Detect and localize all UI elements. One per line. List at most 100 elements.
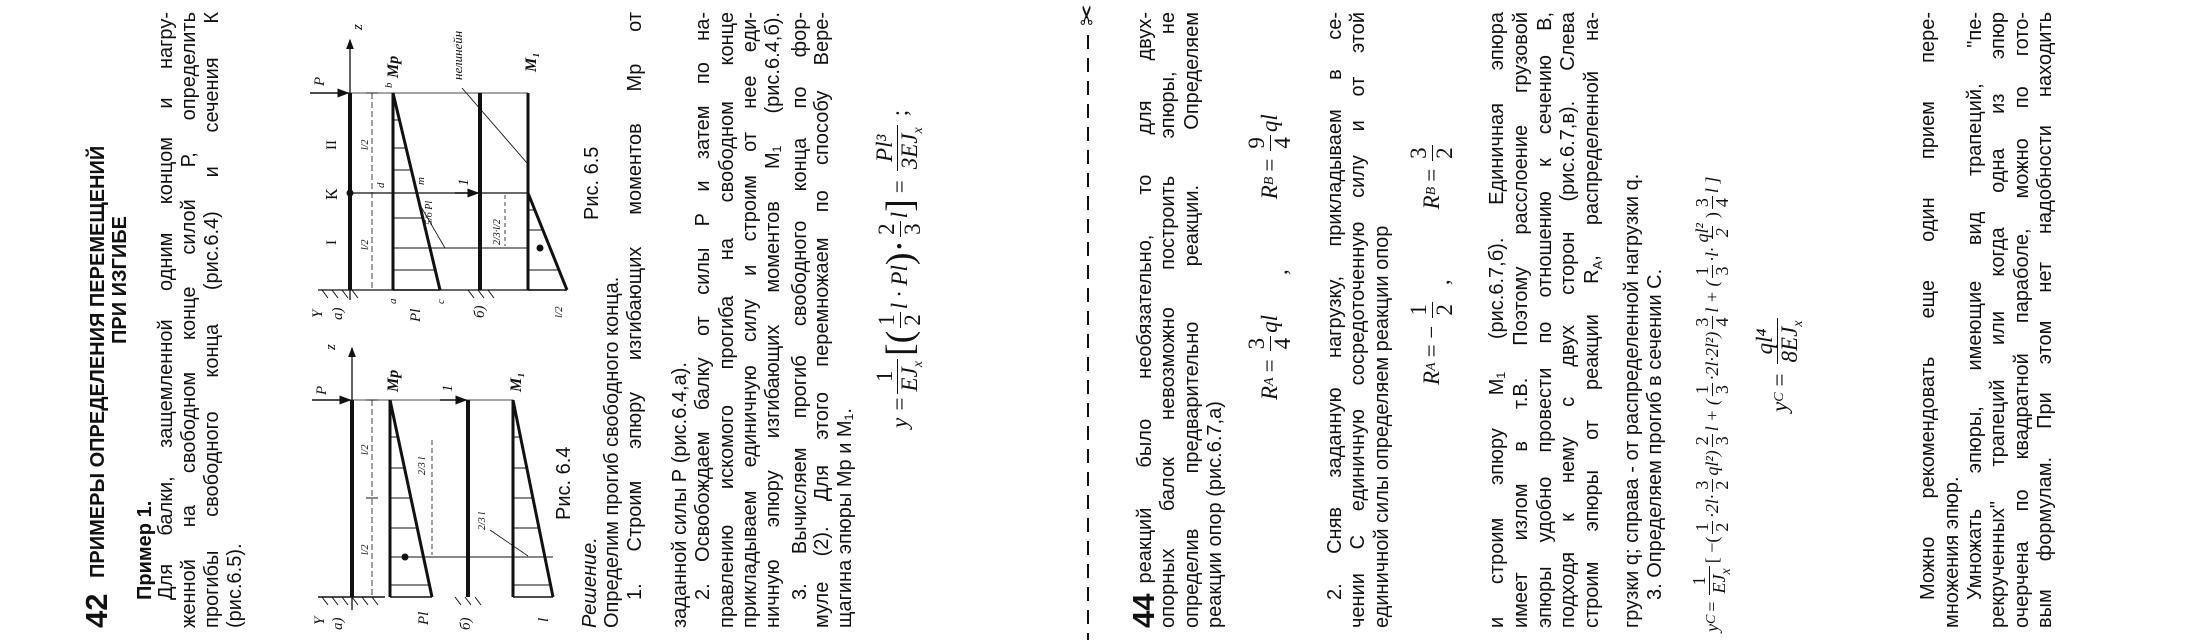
label-mp: Mp <box>385 370 402 393</box>
figure-6-5-caption: Рис. 6.5 <box>581 147 603 220</box>
formula-term: ql²) <box>1701 450 1722 476</box>
mp-hatch <box>393 119 435 271</box>
formula-term: l <box>887 211 912 219</box>
label-half-3: l/2 <box>553 306 565 318</box>
text-line: имеет излом в т.В. Поэтому расслоение гр… <box>1510 12 1532 628</box>
text-subscript: A <box>1590 260 1604 270</box>
text-line: Можно рекомендовать еще один прием пере- <box>1917 12 1939 600</box>
text-line: заданной силы Р (рис.6.4,а). <box>669 362 691 628</box>
formula-term: l + ( <box>1701 280 1722 313</box>
text-line: и строим эпюру M₁ (рис.6.7,б). Единичная… <box>1486 12 1508 628</box>
label-z: z <box>323 344 339 351</box>
label-half-2: l/2 <box>360 544 371 555</box>
label-ii: II <box>324 140 340 150</box>
label-b: б) <box>472 305 488 318</box>
label-y: Y <box>310 308 326 318</box>
formula-term: = − <box>1419 325 1444 358</box>
centroid-dot <box>401 553 409 561</box>
formula-term: = <box>1767 373 1792 387</box>
text-line: рекрученных" трапеций или когда одна из … <box>1987 12 2009 628</box>
formula-term: y <box>1701 624 1722 632</box>
formula-subscript: A <box>1262 377 1277 386</box>
formula-subscript: B <box>1424 186 1439 196</box>
text-line: 3. Вычисляем прогиб свободного конца по … <box>789 12 811 600</box>
label-a: а) <box>330 618 346 631</box>
label-one: 1 <box>456 179 472 187</box>
text-line: множения эпюр. <box>1941 476 1963 628</box>
text-line: 1. Строим эпюру изгибающих моментов Мр о… <box>624 12 646 600</box>
label-p: P <box>312 77 328 87</box>
formula-term: ; <box>887 109 912 117</box>
text-line: единичной силы определяем реакции опор <box>1371 225 1393 628</box>
label-i: I <box>324 240 340 245</box>
figure-6-5-labels: z P Y а) II К I l/2 l/2 d b Mp a m c Pl … <box>310 24 603 323</box>
label-a: а) <box>330 308 346 321</box>
label-half-2: l/2 <box>360 239 371 250</box>
formula-term: R <box>1419 370 1444 385</box>
formula-term: y <box>1767 401 1792 412</box>
label-point-d: d <box>375 182 387 188</box>
formula-term: = <box>1419 168 1444 182</box>
text-line: щагина эпюры Мр и M₁. <box>834 408 856 628</box>
figure-6-4 <box>312 346 555 610</box>
label-two-thirds-2: 2/3 l <box>477 512 488 530</box>
text-line: определив предварительно реакции. Опреде… <box>1181 12 1203 628</box>
formula-subscript: A <box>1424 362 1439 371</box>
label-b: б) <box>458 617 474 630</box>
text-line: 3. Определяем прогиб в сечении С. <box>1644 268 1666 600</box>
formula-term: = <box>887 180 912 194</box>
scissors-icon: ✂ <box>1073 4 1103 26</box>
wall-hatch <box>321 289 495 299</box>
formula-term: ql <box>1257 315 1282 333</box>
formula-term: [ −( <box>1701 536 1722 564</box>
text-line: эпюры удобно провести по отношению к сеч… <box>1534 12 1556 628</box>
figure-6-4-caption: Рис. 6.4 <box>553 447 575 520</box>
formula-term: = <box>1701 601 1722 612</box>
m1-diagram-edge <box>526 192 569 291</box>
formula-term: = <box>1257 359 1282 373</box>
label-point-m: m <box>415 177 427 185</box>
formula-subscript: C <box>1772 392 1787 402</box>
section-k-dot <box>346 189 354 197</box>
formula-term: ) <box>1701 212 1722 219</box>
text-line: ничную эпюру изгибающих моментов M₁ (рис… <box>762 12 784 628</box>
text-line: грузки q; справа - от распределенной наг… <box>1621 173 1643 628</box>
dimension-ticks <box>366 92 378 291</box>
label-m1: M₁ <box>523 52 540 73</box>
label-point-c: c <box>435 299 447 304</box>
text-line: Определим прогиб свободного конца. <box>601 276 623 628</box>
wall-hatch <box>321 596 482 606</box>
label-five-sixths: 5/6 Pl <box>424 201 435 225</box>
formula-bracket: ] <box>879 199 921 212</box>
m1-hatch <box>528 209 559 271</box>
label-point-b: b <box>383 82 395 88</box>
label-half-1: l/2 <box>360 444 371 455</box>
label-pl: Pl <box>408 309 424 323</box>
formula-term: ql <box>1257 114 1282 133</box>
solution-heading: Решение. <box>579 537 601 628</box>
formula-bracket: )· <box>879 239 921 266</box>
label-one: 1 <box>440 385 456 393</box>
label-pl: Pl <box>416 612 432 626</box>
label-l: l <box>536 618 552 622</box>
text-line: Для балки, защемленной одним концом и на… <box>155 12 177 600</box>
section-title: ПРИМЕРЫ ОПРЕДЕЛЕНИЯ ПЕРЕМЕЩЕНИЙ <box>87 145 109 578</box>
